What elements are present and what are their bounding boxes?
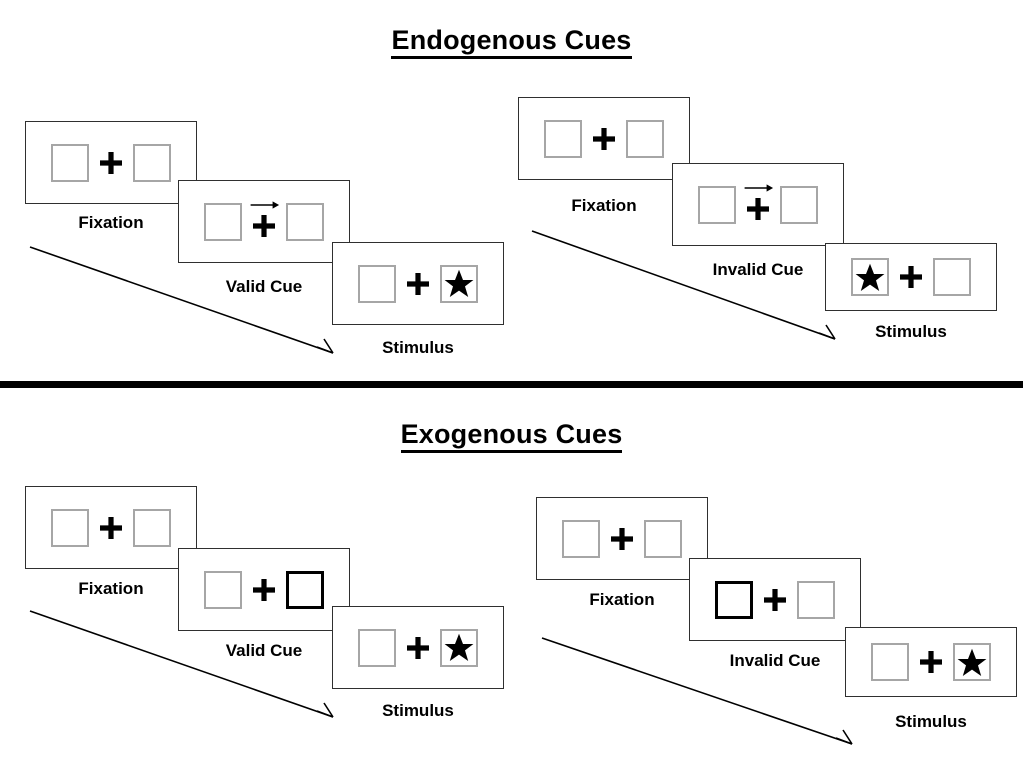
fixation-cross-wrap <box>600 517 644 561</box>
left-placeholder-box <box>358 264 396 303</box>
section-heading-exogenous-text: Exogenous Cues <box>400 419 623 453</box>
trial-frame-exo-invalid-fixation <box>536 497 708 580</box>
left-placeholder-box <box>204 202 242 241</box>
frame-caption-exo-invalid-stimulus: Stimulus <box>895 712 967 731</box>
star-target-icon <box>957 648 987 676</box>
frame-caption-exo-valid-fixation: Fixation <box>78 579 144 598</box>
endo-invalid-time-arrow <box>531 230 836 340</box>
frame-caption-endo-valid-stimulus: Stimulus <box>382 338 454 357</box>
endo-valid-time-arrow <box>29 246 334 354</box>
fixation-cross-wrap <box>396 262 440 306</box>
right-placeholder-box <box>133 508 171 547</box>
arrow-right-cue-icon <box>250 200 280 209</box>
frame-caption-endo-invalid-fixation: Fixation <box>571 196 637 215</box>
trial-frame-exo-valid-cue <box>178 548 350 631</box>
arrow-right-cue-icon <box>744 183 774 192</box>
section-divider <box>0 381 1023 388</box>
trial-frame-endo-invalid-fixation <box>518 97 690 180</box>
trial-frame-endo-valid-stimulus <box>332 242 504 325</box>
exo-invalid-time-arrow <box>541 637 853 745</box>
fixation-cross-wrap <box>396 626 440 670</box>
fixation-cross-wrap <box>242 200 286 244</box>
frame-caption-exo-invalid-fixation: Fixation <box>589 590 655 609</box>
left-placeholder-box <box>204 570 242 609</box>
left-target-box <box>851 258 889 296</box>
exo-valid-time-arrow <box>29 610 334 718</box>
right-placeholder-box <box>797 580 835 619</box>
right-target-box <box>953 643 991 681</box>
trial-frame-exo-invalid-stimulus <box>845 627 1017 697</box>
left-placeholder-box <box>51 143 89 182</box>
frame-caption-endo-valid-fixation: Fixation <box>78 213 144 232</box>
plus-icon <box>407 272 429 295</box>
left-cued-box <box>715 580 753 619</box>
plus-icon <box>253 578 275 601</box>
frame-caption-exo-invalid-cue: Invalid Cue <box>729 651 821 670</box>
trial-frame-endo-invalid-stimulus <box>825 243 997 311</box>
fixation-cross-wrap <box>242 568 286 612</box>
left-placeholder-box <box>544 119 582 158</box>
fixation-cross-wrap <box>582 117 626 161</box>
fixation-cross-wrap <box>753 578 797 622</box>
right-target-box <box>440 628 478 667</box>
frame-caption-endo-invalid-stimulus: Stimulus <box>875 322 947 341</box>
section-heading-endogenous-text: Endogenous Cues <box>391 25 632 59</box>
plus-icon <box>611 527 633 550</box>
right-placeholder-box <box>933 258 971 296</box>
star-target-icon <box>855 263 885 291</box>
left-placeholder-box <box>562 519 600 558</box>
plus-icon <box>900 266 922 288</box>
right-cued-box <box>286 570 324 609</box>
section-heading-endogenous: Endogenous Cues <box>0 25 1023 59</box>
trial-frame-endo-valid-fixation <box>25 121 197 204</box>
frame-caption-endo-invalid-cue: Invalid Cue <box>712 260 804 279</box>
plus-icon <box>100 516 122 539</box>
right-placeholder-box <box>780 185 818 224</box>
star-target-icon <box>444 633 474 661</box>
plus-icon <box>764 588 786 611</box>
trial-frame-endo-valid-cue <box>178 180 350 263</box>
star-target-icon <box>444 269 474 297</box>
right-placeholder-box <box>626 119 664 158</box>
left-placeholder-box <box>698 185 736 224</box>
left-placeholder-box <box>871 643 909 681</box>
right-placeholder-box <box>133 143 171 182</box>
frame-caption-endo-valid-cue: Valid Cue <box>225 277 303 296</box>
plus-icon <box>407 636 429 659</box>
trial-frame-exo-invalid-cue <box>689 558 861 641</box>
right-target-box <box>440 264 478 303</box>
right-placeholder-box <box>286 202 324 241</box>
plus-icon <box>593 127 615 150</box>
fixation-cross-wrap <box>736 183 780 227</box>
fixation-cross-wrap <box>89 506 133 550</box>
plus-icon <box>747 197 769 220</box>
left-placeholder-box <box>358 628 396 667</box>
frame-caption-exo-valid-stimulus: Stimulus <box>382 701 454 720</box>
fixation-cross-wrap <box>889 255 933 299</box>
trial-frame-exo-valid-fixation <box>25 486 197 569</box>
plus-icon <box>100 151 122 174</box>
right-placeholder-box <box>644 519 682 558</box>
fixation-cross-wrap <box>89 141 133 185</box>
trial-frame-exo-valid-stimulus <box>332 606 504 689</box>
fixation-cross-wrap <box>909 640 953 684</box>
plus-icon <box>920 651 942 673</box>
left-placeholder-box <box>51 508 89 547</box>
frame-caption-exo-valid-cue: Valid Cue <box>225 641 303 660</box>
trial-frame-endo-invalid-cue <box>672 163 844 246</box>
plus-icon <box>253 214 275 237</box>
section-heading-exogenous: Exogenous Cues <box>0 419 1023 453</box>
